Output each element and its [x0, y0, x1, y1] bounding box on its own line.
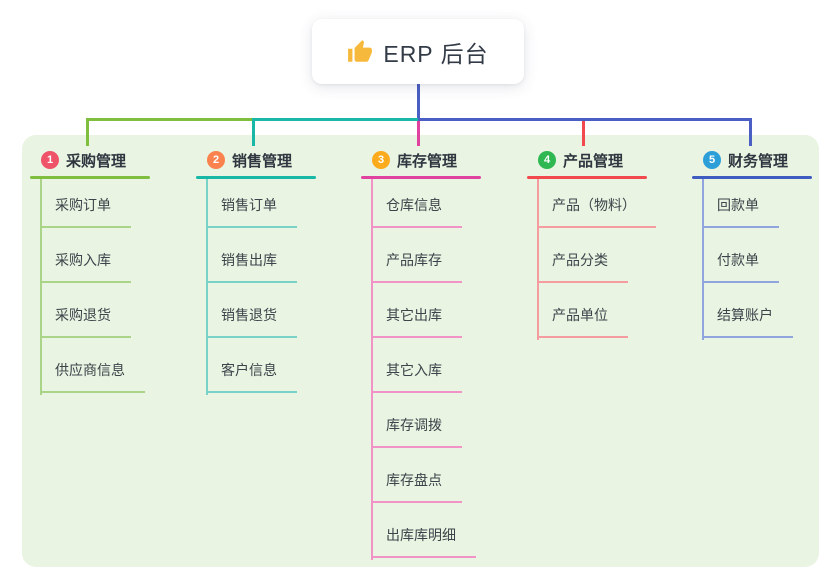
branch4-drop-line — [582, 121, 585, 146]
mindmap-node[interactable]: 回款单 — [702, 195, 779, 228]
branch-finance-node[interactable]: 5 财务管理 — [692, 148, 839, 172]
canvas-panel — [22, 135, 819, 567]
connector-horizontal-blue — [418, 118, 752, 121]
branch-number-badge: 1 — [41, 151, 59, 169]
branch-underline — [30, 176, 150, 179]
children-connector-line — [537, 179, 539, 340]
branch-children: 销售订单 销售出库 销售退货 客户信息 — [206, 173, 297, 393]
mindmap-node[interactable]: 采购退货 — [40, 305, 131, 338]
branch-inventory-node[interactable]: 3 库存管理 — [361, 148, 526, 172]
mindmap-node[interactable]: 仓库信息 — [371, 195, 462, 228]
branch-title: 销售管理 — [232, 152, 293, 170]
root-node-title: ERP 后台 — [383, 40, 489, 67]
branch5-drop-line — [749, 118, 752, 146]
mindmap-node[interactable]: 供应商信息 — [40, 360, 145, 393]
mindmap-node[interactable]: 出库库明细 — [371, 525, 476, 558]
mindmap-node[interactable]: 产品（物料） — [537, 195, 656, 228]
mindmap-node[interactable]: 库存调拨 — [371, 415, 462, 448]
children-connector-line — [371, 179, 373, 560]
mindmap-node[interactable]: 销售订单 — [206, 195, 297, 228]
branch-underline — [196, 176, 316, 179]
branch-title: 财务管理 — [728, 152, 789, 170]
branch3-drop-line — [417, 121, 420, 146]
branch-purchase-node[interactable]: 1 采购管理 — [30, 148, 195, 172]
branch-title: 库存管理 — [397, 152, 458, 170]
mindmap-node[interactable]: 销售出库 — [206, 250, 297, 283]
branch2-drop-line — [252, 118, 255, 146]
branch-sales-node[interactable]: 2 销售管理 — [196, 148, 361, 172]
mindmap-node[interactable]: 采购入库 — [40, 250, 131, 283]
branch-number-badge: 4 — [538, 151, 556, 169]
thumbs-up-icon — [348, 39, 373, 62]
mindmap-node[interactable]: 其它出库 — [371, 305, 462, 338]
branch-product: 4 产品管理 产品（物料） 产品分类 产品单位 — [527, 148, 692, 340]
branch-title: 采购管理 — [66, 152, 127, 170]
branch-product-node[interactable]: 4 产品管理 — [527, 148, 692, 172]
mindmap-node[interactable]: 产品分类 — [537, 250, 628, 283]
branch-underline — [527, 176, 647, 179]
branch-purchase: 1 采购管理 采购订单 采购入库 采购退货 供应商信息 — [30, 148, 195, 395]
mindmap-node[interactable]: 产品库存 — [371, 250, 462, 283]
children-connector-line — [702, 179, 704, 340]
branch-number-badge: 3 — [372, 151, 390, 169]
children-connector-line — [40, 179, 42, 395]
mindmap-node[interactable]: 客户信息 — [206, 360, 297, 393]
branch-children: 产品（物料） 产品分类 产品单位 — [537, 173, 656, 338]
connector-horizontal-green — [86, 118, 253, 121]
branch-number-badge: 5 — [703, 151, 721, 169]
mindmap-node[interactable]: 采购订单 — [40, 195, 131, 228]
mindmap-node[interactable]: 结算账户 — [702, 305, 793, 338]
root-connector-line — [417, 84, 420, 119]
branch-children: 采购订单 采购入库 采购退货 供应商信息 — [40, 173, 145, 393]
mindmap-node[interactable]: 付款单 — [702, 250, 779, 283]
mindmap-node[interactable]: 产品单位 — [537, 305, 628, 338]
mindmap-node[interactable]: 库存盘点 — [371, 470, 462, 503]
mindmap-node[interactable]: 销售退货 — [206, 305, 297, 338]
branch-number-badge: 2 — [207, 151, 225, 169]
branch-underline — [361, 176, 481, 179]
branch-title: 产品管理 — [563, 152, 624, 170]
branch-finance: 5 财务管理 回款单 付款单 结算账户 — [692, 148, 839, 340]
branch1-drop-line — [86, 118, 89, 146]
branch-inventory: 3 库存管理 仓库信息 产品库存 其它出库 其它入库 库存调拨 库存盘点 出库库… — [361, 148, 526, 560]
mindmap-node[interactable]: 其它入库 — [371, 360, 462, 393]
branch-children: 仓库信息 产品库存 其它出库 其它入库 库存调拨 库存盘点 出库库明细 — [371, 173, 476, 558]
branch-sales: 2 销售管理 销售订单 销售出库 销售退货 客户信息 — [196, 148, 361, 395]
root-node-erp[interactable]: ERP 后台 — [312, 19, 524, 84]
branch-children: 回款单 付款单 结算账户 — [702, 173, 793, 338]
children-connector-line — [206, 179, 208, 395]
branch-underline — [692, 176, 812, 179]
connector-horizontal-teal — [253, 118, 418, 121]
